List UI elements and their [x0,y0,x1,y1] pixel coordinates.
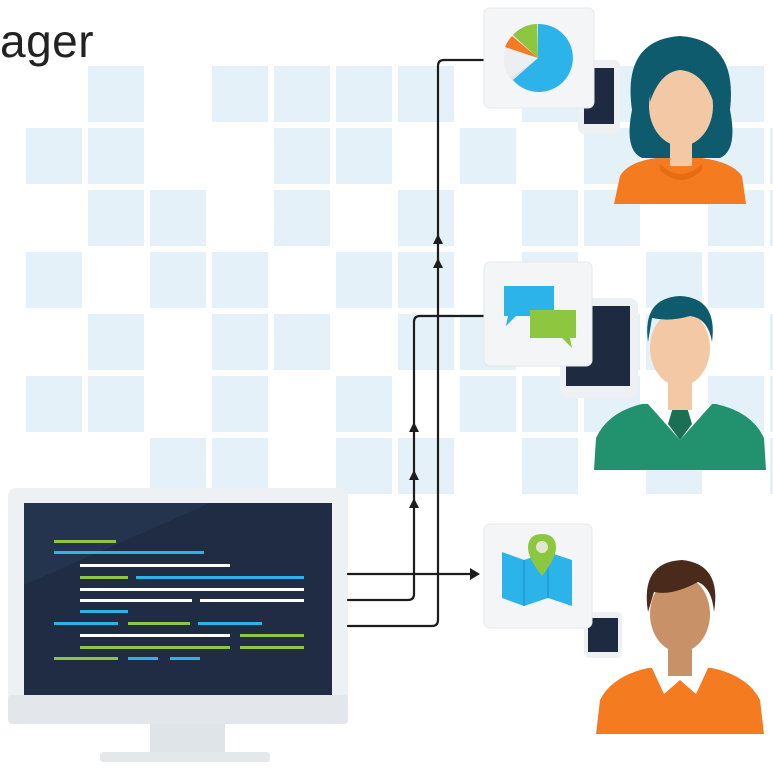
arrowhead-up [409,470,419,480]
code-line [54,657,118,660]
background-tile [88,128,144,184]
background-tile [336,66,392,122]
code-line [54,551,204,554]
background-tile [336,376,392,432]
background-tile [274,128,330,184]
background-tile [770,190,773,246]
background-tile [398,66,454,122]
dashboard-card [483,7,595,109]
code-line [136,576,304,579]
code-line [80,634,230,637]
code-line [54,540,116,543]
background-tile [522,190,578,246]
arrowhead-up [433,258,443,268]
connector-lines [346,58,502,628]
code-line [80,564,230,567]
background-tile [26,128,82,184]
background-tile [212,438,268,494]
background-tile [336,252,392,308]
monitor-base [100,752,270,762]
avatar-woman [614,36,746,204]
background-tile [770,128,773,184]
background-tile [212,252,268,308]
background-tile [88,314,144,370]
background-tile [274,66,330,122]
background-tile [460,128,516,184]
background-tile [770,376,773,432]
background-tile [150,190,206,246]
background-tile [274,314,330,370]
background-tile [26,252,82,308]
background-tile [398,252,454,308]
code-line [80,576,128,579]
background-tile [522,438,578,494]
map-pin-icon [502,534,572,606]
avatar-man-green-sweater [594,296,766,470]
page-title-fragment: ager [0,15,95,67]
background-tile [398,314,454,370]
background-tile [212,376,268,432]
code-line [170,657,200,660]
background-tile [398,190,454,246]
screen-glare [24,503,210,585]
background-tile [460,376,516,432]
background-tile [212,66,268,122]
code-line [198,622,262,625]
chat-card [483,261,593,367]
background-tile [88,376,144,432]
background-tile [770,438,773,494]
code-line [80,610,128,613]
code-line [54,622,118,625]
background-tile [88,190,144,246]
monitor-stand [150,722,225,752]
background-tile [336,128,392,184]
background-tile [398,438,454,494]
background-tile [274,190,330,246]
map-card [483,523,593,629]
arrowhead-up [409,422,419,432]
code-line [80,599,192,602]
background-tile [770,314,773,370]
desktop-computer [8,488,348,762]
code-line [240,646,304,649]
avatar-man-orange-shirt [596,560,764,734]
arrowhead-up [409,498,419,508]
connector-arrowheads [409,234,480,580]
background-tile [26,376,82,432]
connector-to-chat [346,314,502,602]
code-line [200,599,304,602]
background-tile [150,438,206,494]
background-tile [336,438,392,494]
code-line [80,646,230,649]
monitor-bezel-chin [8,695,348,724]
code-lines [54,540,304,660]
code-line [80,588,304,591]
background-tile [708,252,764,308]
tablet-device-bottom [584,612,622,658]
background-tile [88,66,144,122]
connector-to-dashboard [346,58,500,628]
arrowhead-right [470,568,480,580]
code-line [240,634,304,637]
background-tile [150,252,206,308]
code-line [128,657,158,660]
code-line [128,622,190,625]
background-tile [212,314,268,370]
pie-chart-icon [503,23,573,92]
chat-bubbles-icon [504,286,576,348]
arrowhead-up [433,234,443,244]
